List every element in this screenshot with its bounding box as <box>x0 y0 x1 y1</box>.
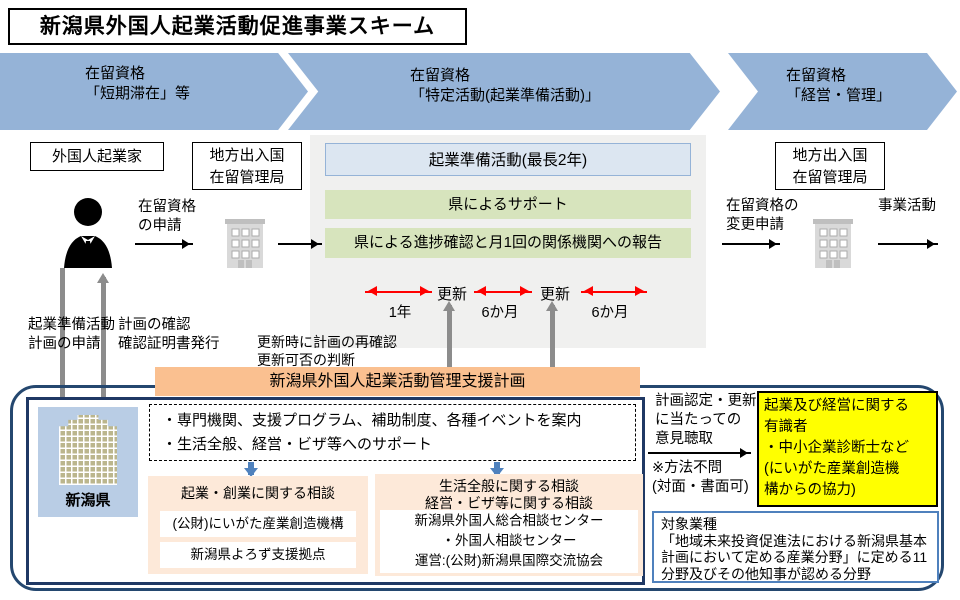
business-activity-label: 事業活動 <box>878 198 936 214</box>
progress-report-bar: 県による進捗確認と月1回の関係機関への報告 <box>325 228 691 258</box>
phase-label-business-manager: 在留資格 「経営・管理」 <box>786 67 892 104</box>
timeline-arrow-6mo-1 <box>474 286 532 296</box>
entrepreneur-person-icon <box>56 196 120 273</box>
phase-arrow-short-stay <box>0 53 308 130</box>
niigata-prefecture-box: 新潟県 <box>38 407 138 517</box>
hearing-label: 計画認定・更新 に当たっての 意見聴取 <box>655 393 757 447</box>
segment-label-6months-2: 6か月 <box>591 305 629 321</box>
plan-confirm-label: 計画の確認 確認証明書発行 <box>118 317 220 352</box>
blue-down-arrow-right <box>489 462 504 477</box>
consult-startup-title: 起業・創業に関する相談 <box>181 485 335 501</box>
arrow-panel-to-bureau2 <box>722 239 780 249</box>
arrow-to-experts <box>648 448 751 458</box>
segment-label-6months-1: 6か月 <box>481 305 519 321</box>
renewal-up-arrow-1 <box>443 301 455 368</box>
prefecture-building-icon <box>59 415 117 485</box>
residence-apply-label: 在留資格 の申請 <box>138 199 196 234</box>
org-niigata-industry-creation: (公財)にいがた産業創造機構 <box>160 511 356 537</box>
renewal-label-1: 更新 <box>437 283 467 304</box>
phase-label-short-stay: 在留資格 「短期滞在」等 <box>85 65 191 102</box>
method-note-label: ※方法不問 (対面・書面可) <box>652 460 749 495</box>
management-support-plan-bar: 新潟県外国人起業活動管理支援計画 <box>155 367 640 396</box>
timeline-arrow-year1 <box>365 286 432 296</box>
immigration-building-right-icon <box>806 214 860 273</box>
immigration-bureau-right-box: 地方出入国 在留管理局 <box>775 142 885 190</box>
renewal-up-arrow-2 <box>546 301 558 368</box>
consult-life-title: 生活全般に関する相談 経営・ビザ等に関する相談 <box>425 478 593 511</box>
phase-arrow-designated-activities <box>288 53 720 130</box>
arrow-bureau-to-panel <box>278 239 322 249</box>
change-apply-label: 在留資格の 変更申請 <box>726 198 799 233</box>
target-industries-box: 対象業種 「地域未来投資促進法における新潟県基本 計画において定める産業分野」に… <box>652 511 939 583</box>
immigration-building-left-icon <box>218 214 272 273</box>
phase-arrow-business-manager <box>728 53 957 130</box>
renewal-label-2: 更新 <box>540 283 570 304</box>
timeline-arrow-6mo-2 <box>581 286 647 296</box>
entrepreneur-box: 外国人起業家 <box>30 142 164 171</box>
org-foreigner-consult-center: 新潟県外国人総合相談センター ・外国人相談センター 運営:(公財)新潟県国際交流… <box>380 510 638 573</box>
blue-down-arrow-left <box>243 462 258 477</box>
org-yorozu-support: 新潟県よろず支援拠点 <box>160 542 356 568</box>
plan-confirm-up-arrow <box>97 273 109 406</box>
phase-label-designated-activities: 在留資格 「特定活動(起業準備活動)」 <box>410 67 600 104</box>
plan-apply-label: 起業準備活動 計画の申請 <box>28 317 115 352</box>
arrow-to-business <box>878 239 938 249</box>
segment-label-1year: 1年 <box>388 305 412 321</box>
page-title: 新潟県外国人起業活動促進事業スキーム <box>8 8 467 45</box>
prefecture-label: 新潟県 <box>65 492 111 509</box>
arrow-person-to-bureau <box>135 239 193 249</box>
prefecture-support-bar: 県によるサポート <box>325 190 691 219</box>
renewal-note-label: 更新時に計画の再確認 更新可否の判断 <box>257 334 397 368</box>
immigration-bureau-left-box: 地方出入国 在留管理局 <box>192 142 302 190</box>
support-menu-box: ・専門機関、支援プログラム、補助制度、各種イベントを案内 ・生活全般、経営・ビザ… <box>149 404 636 461</box>
experts-box: 起業及び経営に関する 有識者 ・中小企業診断士など (にいがた産業創造機 構から… <box>757 391 938 507</box>
startup-preparation-box: 起業準備活動(最長2年) <box>325 143 691 176</box>
